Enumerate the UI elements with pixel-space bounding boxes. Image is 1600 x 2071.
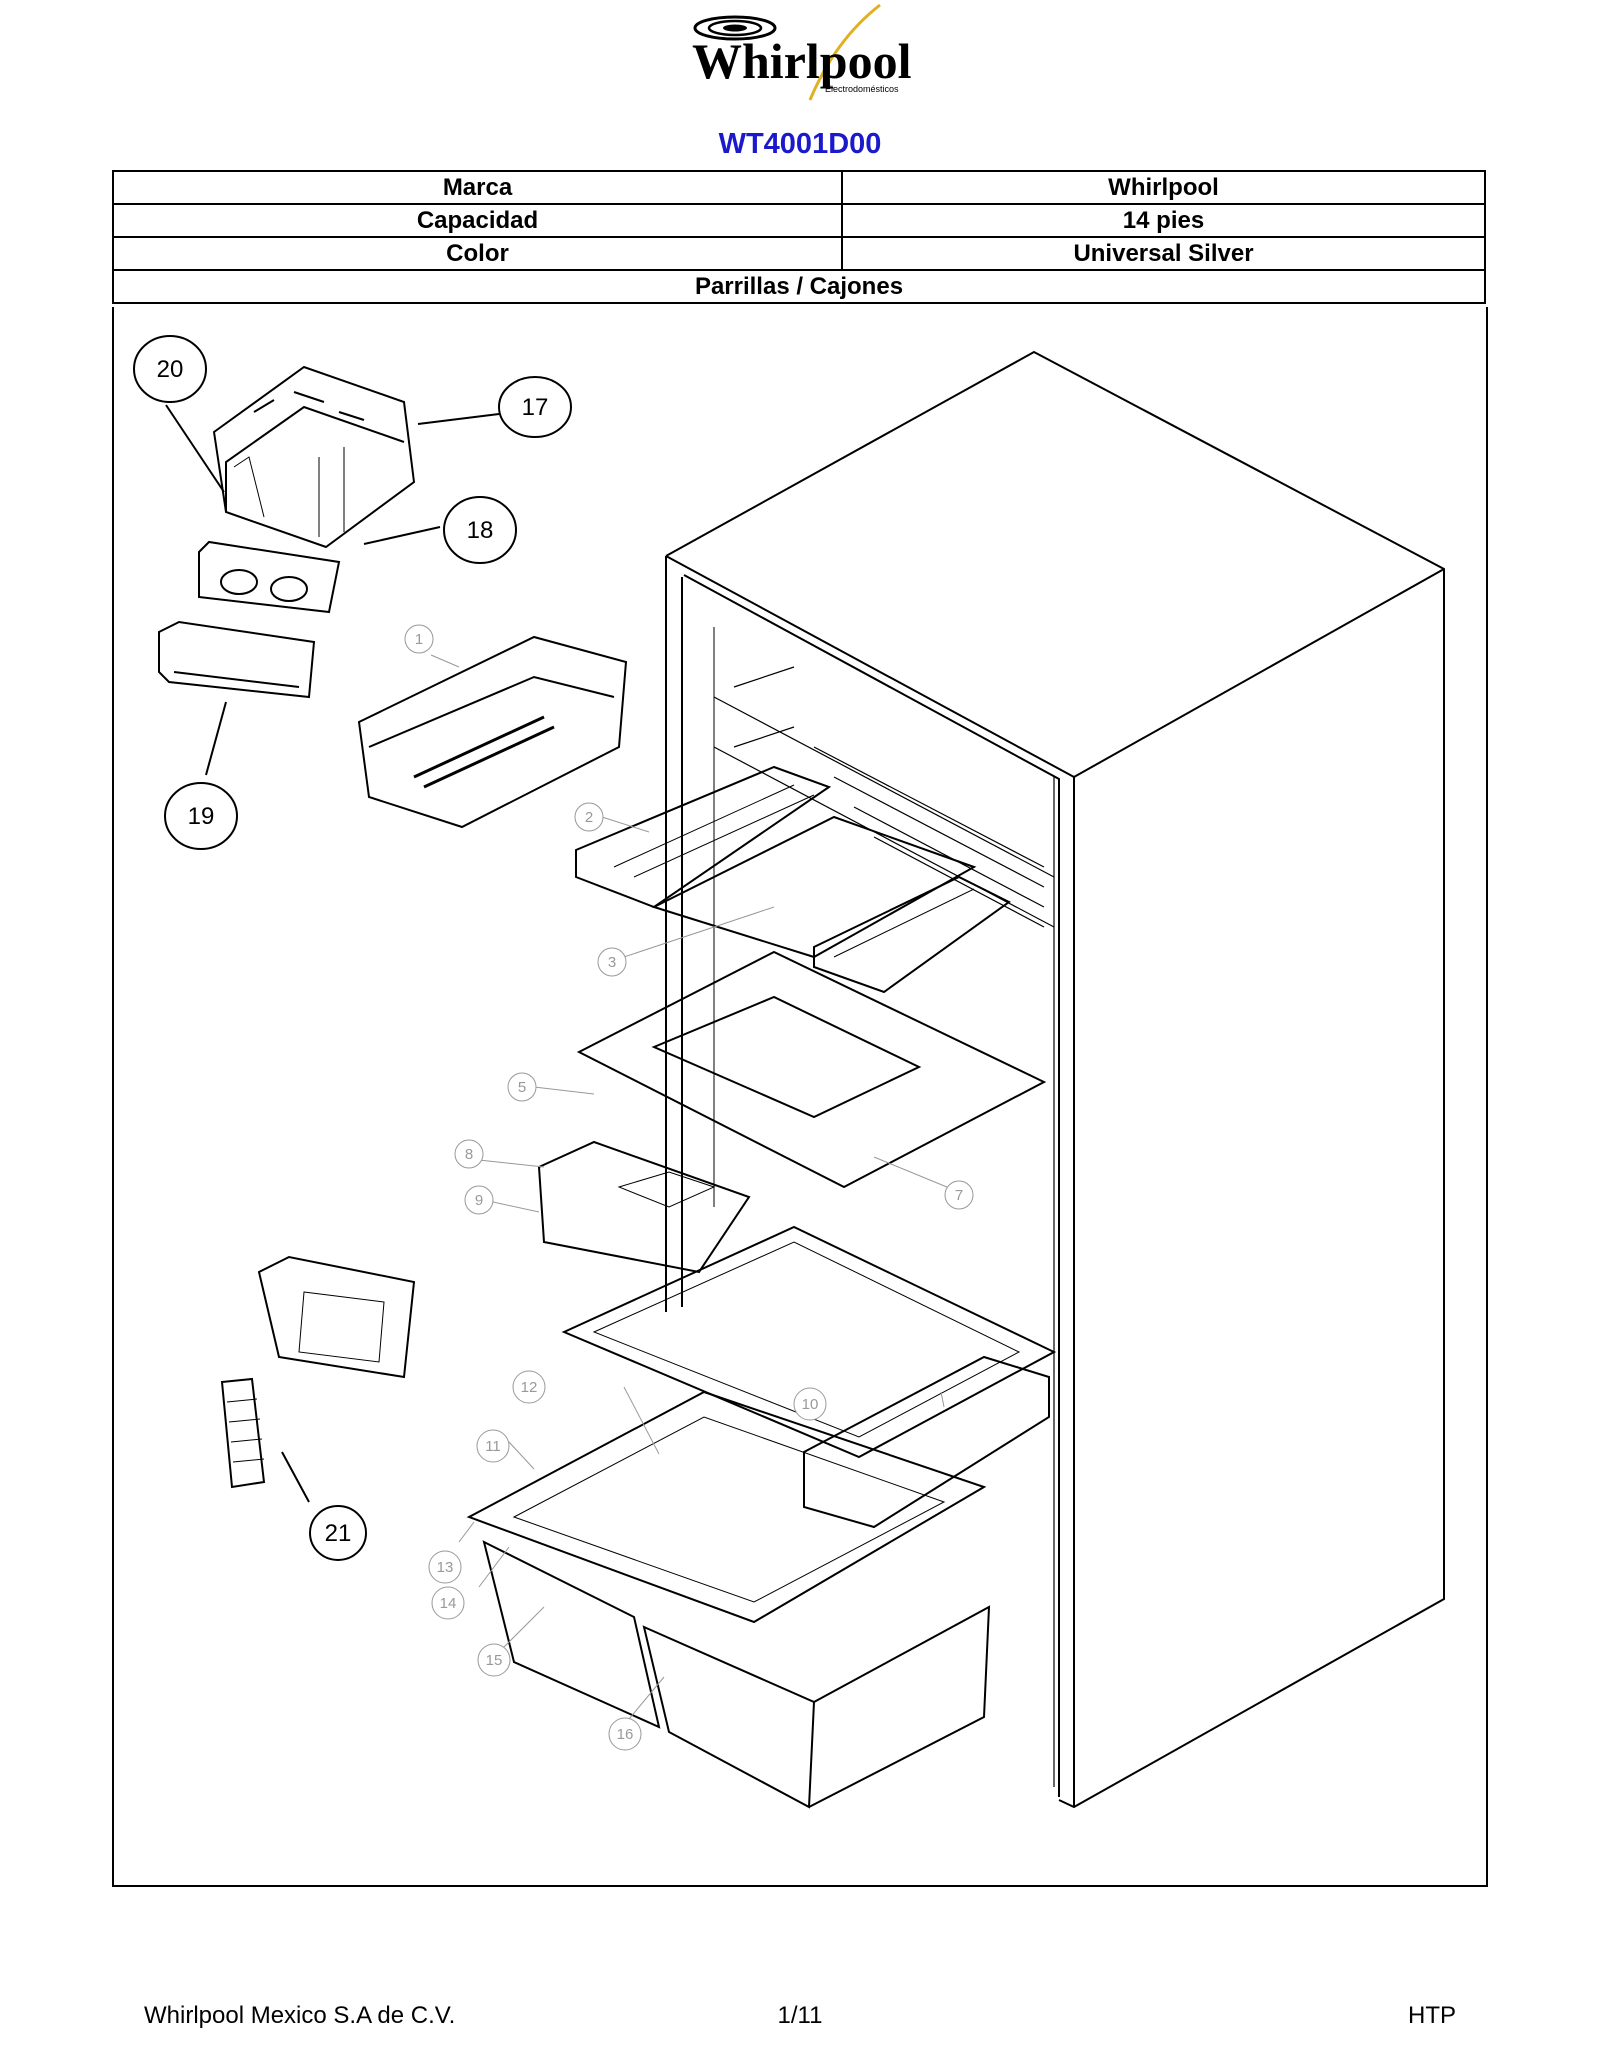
svg-text:11: 11 — [485, 1438, 501, 1455]
svg-text:16: 16 — [617, 1726, 634, 1743]
svg-text:17: 17 — [522, 394, 549, 421]
part-label-10: 10 — [793, 1387, 827, 1421]
svg-text:2: 2 — [585, 809, 593, 826]
part-label-13: 13 — [428, 1550, 462, 1584]
callout-21: 21 — [309, 1505, 367, 1561]
svg-text:18: 18 — [467, 517, 494, 544]
svg-text:10: 10 — [802, 1396, 819, 1413]
part-label-7: 7 — [944, 1180, 974, 1210]
spec-value: Universal Silver — [841, 236, 1486, 271]
footer-company: Whirlpool Mexico S.A de C.V. — [144, 2002, 456, 2029]
drawer-8 — [537, 1140, 751, 1274]
glass-shelf-3 — [651, 815, 977, 959]
spec-label: Marca — [112, 170, 843, 205]
part-label-9: 9 — [464, 1185, 494, 1215]
logo-subtext: Electrodomésticos — [825, 84, 899, 94]
callout-17: 17 — [498, 376, 572, 438]
svg-text:7: 7 — [955, 1187, 963, 1204]
svg-text:3: 3 — [608, 954, 616, 971]
part-label-3: 3 — [597, 947, 627, 977]
section-row: Parrillas / Cajones — [112, 269, 1486, 304]
part-label-1: 1 — [404, 624, 434, 654]
part-17-bin — [212, 365, 416, 549]
ice-tray-3 — [813, 875, 1011, 994]
svg-text:5: 5 — [518, 1079, 526, 1096]
svg-text:19: 19 — [188, 803, 215, 830]
spec-table: Marca Whirlpool Capacidad 14 pies Color … — [112, 170, 1486, 304]
svg-text:14: 14 — [440, 1595, 457, 1612]
logo-text: Whirlpool — [692, 33, 912, 89]
svg-text:13: 13 — [437, 1559, 454, 1576]
bold-callouts: 20 17 18 19 21 — [133, 335, 572, 1561]
drawer-10 — [803, 1355, 1050, 1529]
part-label-14: 14 — [431, 1586, 465, 1620]
parts-diagram: 20 17 18 19 21 1 2 3 5 — [112, 307, 1488, 1887]
svg-text:12: 12 — [521, 1379, 538, 1396]
footer-page-number: 1/11 — [777, 2002, 823, 2029]
water-filter — [220, 1377, 266, 1489]
footer-code: HTP — [1408, 2002, 1456, 2029]
crisper-cover-11 — [466, 1390, 987, 1624]
whirlpool-logo: Whirlpool Electrodomésticos — [660, 0, 950, 120]
filter-housing — [257, 1255, 416, 1379]
part-label-16: 16 — [608, 1717, 642, 1751]
spec-row: Marca Whirlpool — [112, 170, 1486, 205]
ice-tray-2 — [575, 765, 832, 909]
part-label-15: 15 — [477, 1643, 511, 1677]
callout-18: 18 — [443, 496, 517, 564]
part-label-5: 5 — [507, 1072, 537, 1102]
part-1-crisper — [357, 635, 628, 829]
svg-text:8: 8 — [465, 1146, 473, 1163]
shelf-5-frame — [576, 950, 1047, 1189]
cabinet-outline — [665, 350, 1445, 1809]
part-label-2: 2 — [574, 802, 604, 832]
callout-20: 20 — [133, 335, 207, 403]
svg-text:20: 20 — [157, 356, 184, 383]
spec-label: Capacidad — [112, 203, 843, 238]
part-labels: 1 2 3 5 7 8 9 10 11 12 13 14 15 16 — [404, 624, 974, 1751]
section-title: Parrillas / Cajones — [112, 269, 1486, 304]
spec-label: Color — [112, 236, 843, 271]
part-label-8: 8 — [454, 1139, 484, 1169]
cabinet-rails — [713, 666, 1055, 1787]
spec-value: Whirlpool — [841, 170, 1486, 205]
svg-text:1: 1 — [415, 631, 423, 648]
shelf-12 — [561, 1225, 1057, 1459]
spec-row: Color Universal Silver — [112, 236, 1486, 271]
exploded-view-drawing: 20 17 18 19 21 1 2 3 5 — [133, 335, 1445, 1809]
part-leaders — [430, 654, 960, 1720]
svg-text:21: 21 — [325, 1520, 352, 1547]
model-number: WT4001D00 — [718, 128, 882, 160]
crisper-drawer-16 — [642, 1605, 991, 1809]
svg-text:15: 15 — [486, 1652, 503, 1669]
part-19-drawer — [158, 620, 316, 699]
crisper-drawer-15 — [482, 1540, 661, 1729]
svg-text:9: 9 — [475, 1192, 483, 1209]
spec-row: Capacidad 14 pies — [112, 203, 1486, 238]
callout-leaders — [165, 404, 500, 1503]
spec-value: 14 pies — [841, 203, 1486, 238]
part-label-11: 11 — [476, 1429, 510, 1463]
cabinet-inner-front — [683, 574, 1060, 1797]
cabinet-front-edge — [665, 555, 1445, 779]
callout-19: 19 — [164, 782, 238, 850]
part-18-tray — [198, 540, 341, 614]
part-label-12: 12 — [512, 1370, 546, 1404]
